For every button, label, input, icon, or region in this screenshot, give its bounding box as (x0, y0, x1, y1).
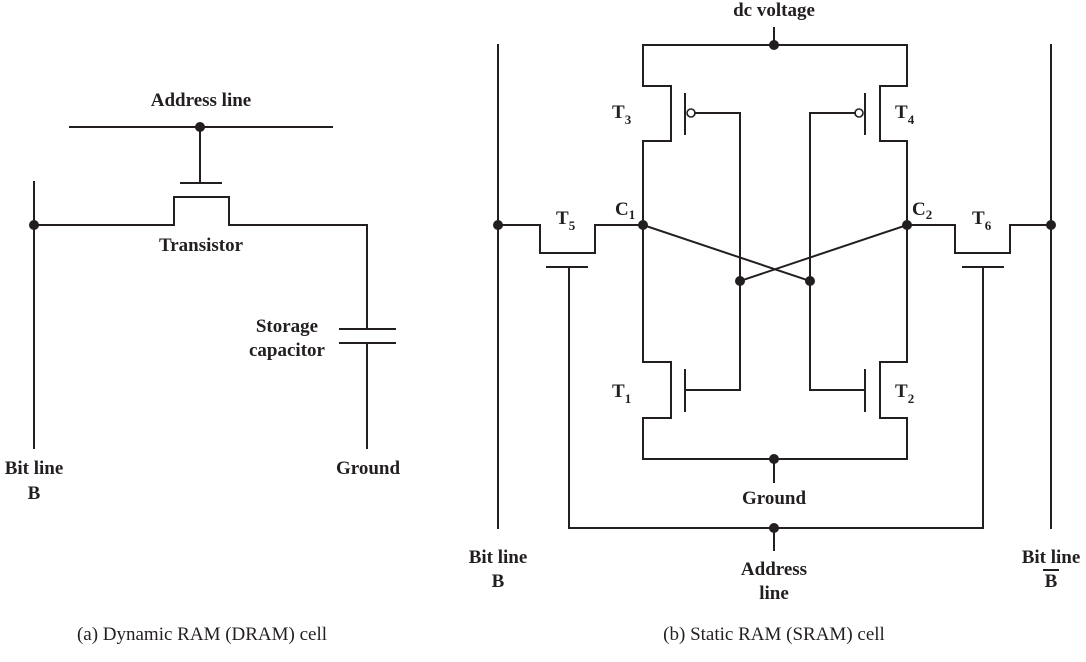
sram-bit-line-left-label-1: Bit line (469, 547, 528, 568)
sram-t1-gate-wire (684, 280, 741, 391)
sram-t2-gate-wire (809, 280, 866, 391)
sram-gate-left-node-dot (735, 276, 745, 286)
sram-t6-label: T6 (972, 208, 992, 233)
sram-t3-gate-wire (694, 112, 741, 282)
dram-storage-label-2: capacitor (249, 340, 326, 361)
sram-t4-label: T4 (895, 102, 915, 127)
dram-transistor-label: Transistor (159, 235, 244, 256)
dram-bit-line-label-2: B (28, 483, 41, 504)
sram-cross-wire-c2 (738, 223, 909, 283)
sram-c1-label: C1 (615, 199, 635, 222)
sram-caption: (b) Static RAM (SRAM) cell (663, 624, 885, 645)
sram-c2-label: C2 (912, 199, 932, 222)
dram-transistor-channel (33, 196, 368, 330)
sram-t5-channel (497, 224, 644, 254)
dram-caption: (a) Dynamic RAM (DRAM) cell (77, 624, 327, 645)
sram-right-column (773, 44, 908, 460)
sram-address-label-1: Address (741, 559, 807, 580)
sram-ground-label: Ground (742, 488, 807, 509)
sram-t3-label: T3 (612, 102, 632, 127)
sram-t3-bubble-icon (686, 108, 696, 118)
sram-t1-label: T1 (612, 381, 631, 406)
sram-gate-right-node-dot (805, 276, 815, 286)
sram-bit-line-right-label-2: B (1045, 571, 1058, 592)
sram-bit-line-right-label-1: Bit line (1022, 547, 1081, 568)
sram-address-label-2: line (759, 583, 789, 604)
sram-left-column (642, 44, 775, 460)
sram-bit-line-left-label-2: B (492, 571, 505, 592)
sram-t6-channel (906, 224, 1052, 254)
dram-address-line-label: Address line (151, 90, 251, 111)
sram-t2-label: T2 (895, 381, 914, 406)
sram-t4-gate-wire (809, 112, 856, 282)
dram-storage-label-1: Storage (256, 316, 318, 337)
sram-t5-label: T5 (556, 208, 576, 233)
sram-t4-bubble-icon (854, 108, 864, 118)
sram-dc-voltage-label: dc voltage (733, 0, 815, 21)
dram-ground-label: Ground (336, 458, 401, 479)
sram-cell: dc voltage T3 T4 T1 T2 T5 T6 C1 C2 Groun… (469, 0, 1081, 645)
dram-cell: Address line Transistor Storage capacito… (5, 90, 401, 645)
dram-bit-line-label-1: Bit line (5, 458, 64, 479)
sram-cross-wire-c1 (641, 223, 812, 283)
